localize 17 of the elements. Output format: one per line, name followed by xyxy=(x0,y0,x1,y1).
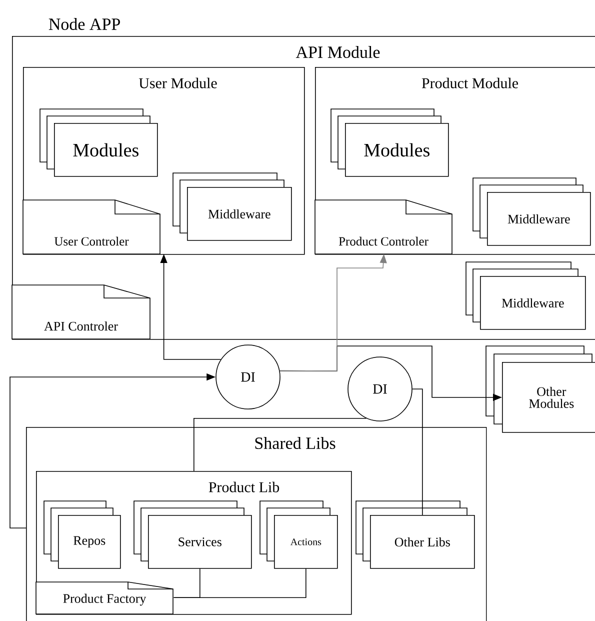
stacked-box: Modules xyxy=(330,108,449,177)
stacked-box: Middleware xyxy=(466,262,586,330)
stacked-box: Modules xyxy=(40,108,158,177)
stacked-box: Actions xyxy=(260,500,338,569)
connector-line xyxy=(412,388,423,516)
stacked-box: Other Modules xyxy=(486,346,595,433)
stacked-box: Repos xyxy=(44,500,121,569)
note-box: User Controler xyxy=(22,200,160,254)
stacked-box: Middleware xyxy=(172,172,292,241)
stacked-box: Services xyxy=(134,500,252,569)
stacked-box: Middleware xyxy=(472,178,591,246)
connector-line xyxy=(173,568,306,598)
note-box: Product Factory xyxy=(36,582,174,614)
note-box: API Controler xyxy=(12,284,150,340)
node-label: Node APP xyxy=(48,18,120,30)
stacked-box: Other Libs xyxy=(356,500,475,569)
note-box: Product Controler xyxy=(314,200,452,254)
